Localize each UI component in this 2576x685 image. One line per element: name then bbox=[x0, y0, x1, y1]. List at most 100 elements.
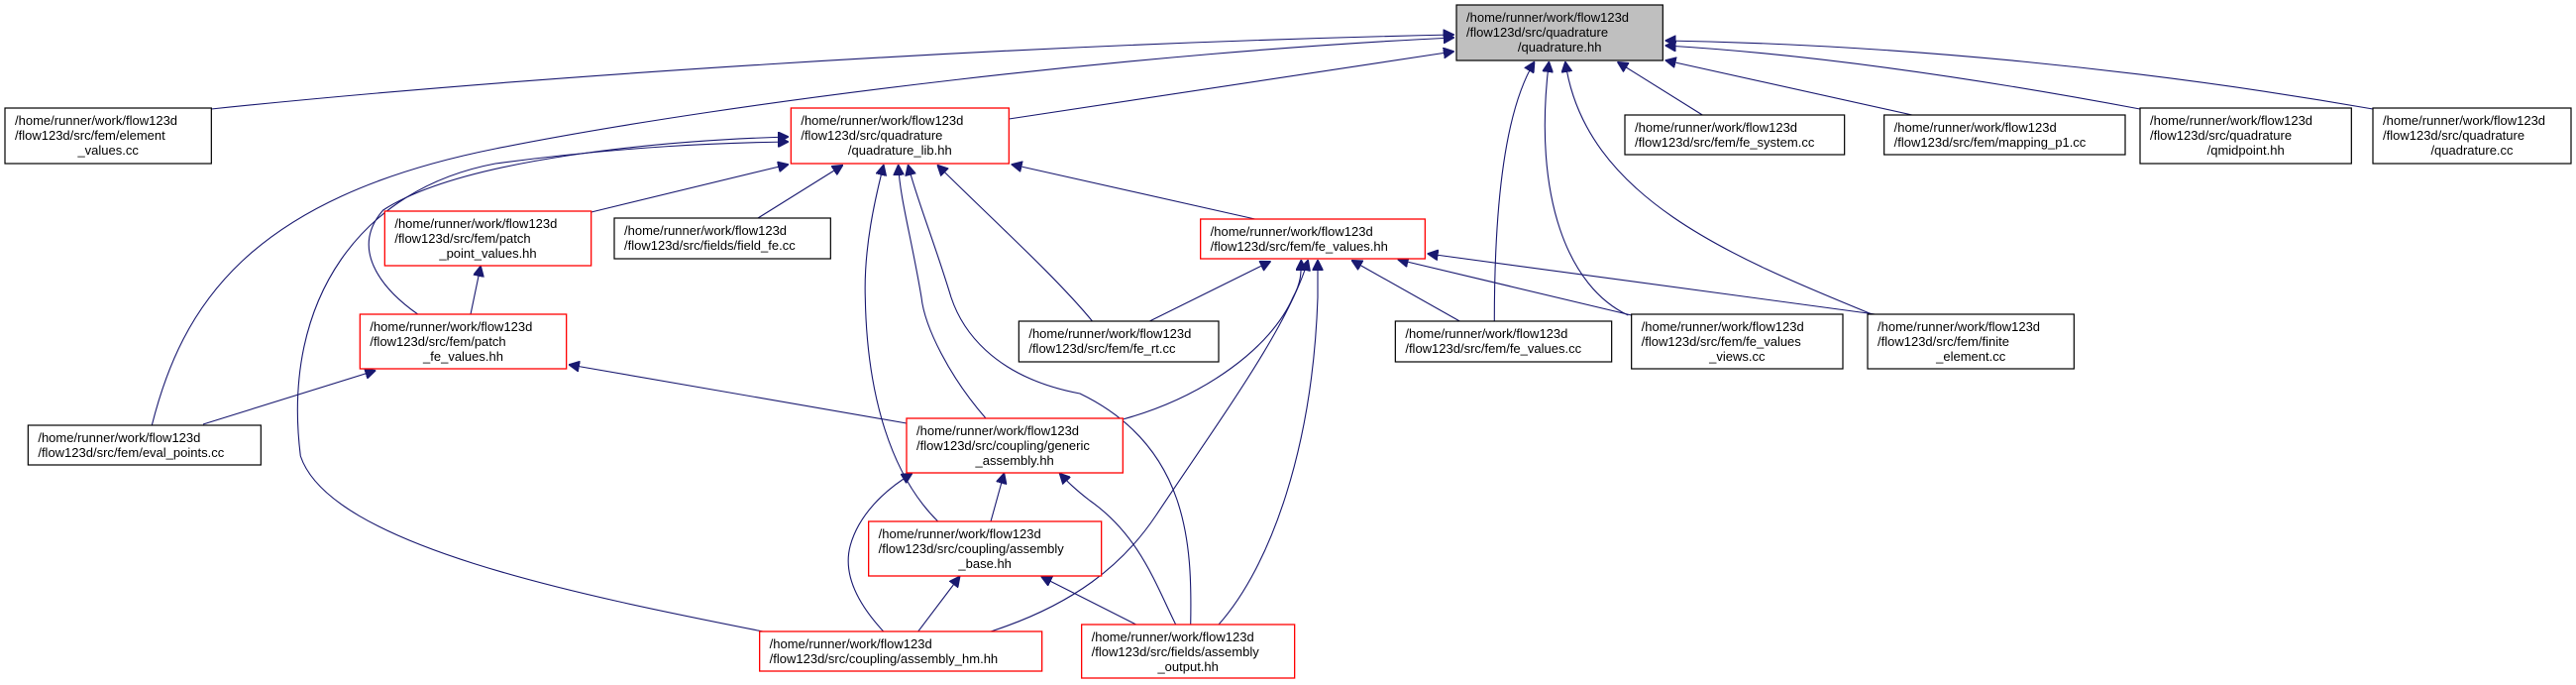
node-finite-element[interactable]: /home/runner/work/flow123d/flow123d/src/… bbox=[1867, 313, 2075, 370]
node-label-line: _fe_values.hh bbox=[422, 349, 503, 364]
node-label-line: _output.hh bbox=[1156, 659, 1218, 674]
node-label-line: /quadrature.cc bbox=[2430, 143, 2514, 158]
edge-eval_points-to-patch_fe_values bbox=[202, 371, 375, 425]
node-label-line: /flow123d/src/fem/mapping_p1.cc bbox=[1894, 135, 2087, 150]
edge-patch_fe_values-to-patch_point_values bbox=[470, 267, 481, 315]
node-eval-points[interactable]: /home/runner/work/flow123d/flow123d/src/… bbox=[27, 424, 262, 466]
node-patch-point-values[interactable]: /home/runner/work/flow123d/flow123d/src/… bbox=[383, 210, 592, 267]
edge-quadrature_cc-to-root bbox=[1666, 41, 2374, 110]
node-box bbox=[1867, 313, 2075, 370]
node-label-line: /quadrature.hh bbox=[1518, 40, 1602, 55]
node-label-line: /home/runner/work/flow123d bbox=[1405, 326, 1567, 341]
node-quadrature-cc[interactable]: /home/runner/work/flow123d/flow123d/src/… bbox=[2372, 107, 2572, 165]
edge-fe_values_views-to-root bbox=[1545, 62, 1629, 316]
node-field-fe[interactable]: /home/runner/work/flow123d/flow123d/src/… bbox=[613, 217, 831, 260]
node-label-line: /home/runner/work/flow123d bbox=[1028, 326, 1191, 341]
node-label-line: /home/runner/work/flow123d bbox=[1878, 319, 2040, 334]
node-patch-fe-values[interactable]: /home/runner/work/flow123d/flow123d/src/… bbox=[359, 313, 568, 370]
node-label-line: /home/runner/work/flow123d bbox=[770, 636, 932, 651]
edge-assembly_output-to-assembly_base bbox=[1042, 577, 1136, 626]
node-label-line: /home/runner/work/flow123d bbox=[1466, 10, 1629, 25]
node-quadrature-lib[interactable]: /home/runner/work/flow123d/flow123d/src/… bbox=[790, 107, 1010, 165]
node-fe-rt[interactable]: /home/runner/work/flow123d/flow123d/src/… bbox=[1018, 320, 1220, 363]
node-label-line: /qmidpoint.hh bbox=[2207, 143, 2285, 158]
node-label-line: /home/runner/work/flow123d bbox=[15, 113, 177, 128]
edge-generic_assembly-to-quadrature_lib bbox=[899, 166, 987, 419]
node-label-line: /home/runner/work/flow123d bbox=[879, 526, 1041, 541]
node-qmidpoint[interactable]: /home/runner/work/flow123d/flow123d/src/… bbox=[2139, 107, 2352, 165]
edge-mapping_p1-to-root bbox=[1666, 60, 1913, 116]
node-box bbox=[4, 107, 212, 165]
node-fe-values-views[interactable]: /home/runner/work/flow123d/flow123d/src/… bbox=[1631, 313, 1844, 370]
edge-assembly_hm-to-generic_assembly bbox=[847, 474, 912, 632]
node-fe-values-cc[interactable]: /home/runner/work/flow123d/flow123d/src/… bbox=[1394, 320, 1613, 363]
node-root[interactable]: /home/runner/work/flow123d/flow123d/src/… bbox=[1455, 4, 1664, 61]
node-label-line: /flow123d/src/fem/finite bbox=[1878, 334, 2009, 349]
node-label-line: /home/runner/work/flow123d bbox=[1894, 120, 2057, 135]
node-label-line: /home/runner/work/flow123d bbox=[394, 216, 557, 231]
node-label-line: /home/runner/work/flow123d bbox=[2150, 113, 2312, 128]
node-label-line: /home/runner/work/flow123d bbox=[916, 423, 1079, 438]
node-element-values[interactable]: /home/runner/work/flow123d/flow123d/src/… bbox=[4, 107, 212, 165]
node-label-line: /flow123d/src/coupling/generic bbox=[916, 438, 1090, 453]
node-label-line: /flow123d/src/quadrature bbox=[1466, 25, 1608, 40]
node-label-line: /flow123d/src/quadrature bbox=[801, 128, 942, 143]
edge-eval_points-to-root bbox=[151, 38, 1452, 426]
node-assembly-hm[interactable]: /home/runner/work/flow123d/flow123d/src/… bbox=[759, 630, 1043, 672]
edge-assembly_hm-to-quadrature_lib bbox=[296, 142, 788, 632]
node-mapping-p1[interactable]: /home/runner/work/flow123d/flow123d/src/… bbox=[1883, 114, 2126, 156]
node-box bbox=[759, 630, 1043, 672]
node-label-line: /home/runner/work/flow123d bbox=[1092, 629, 1254, 644]
edge-qmidpoint-to-root bbox=[1666, 46, 2141, 110]
node-label-line: /flow123d/src/quadrature bbox=[2150, 128, 2292, 143]
node-box bbox=[1200, 218, 1426, 260]
node-label-line: /flow123d/src/fem/element bbox=[15, 128, 165, 143]
node-box bbox=[790, 107, 1010, 165]
edge-generic_assembly-to-fe_values_hh bbox=[1123, 261, 1301, 420]
edge-finite_element-to-fe_values_hh bbox=[1429, 254, 1883, 316]
edge-assembly_output-to-fe_values_hh bbox=[1218, 261, 1318, 626]
node-assembly-output[interactable]: /home/runner/work/flow123d/flow123d/src/… bbox=[1081, 624, 1296, 679]
edge-assembly_hm-to-assembly_base bbox=[917, 577, 960, 632]
node-label-line: /flow123d/src/fem/eval_points.cc bbox=[38, 445, 224, 460]
node-box bbox=[868, 520, 1103, 577]
node-box bbox=[27, 424, 262, 466]
node-label-line: /flow123d/src/coupling/assembly bbox=[879, 541, 1065, 556]
node-label-line: /home/runner/work/flow123d bbox=[38, 430, 200, 445]
node-box bbox=[1883, 114, 2126, 156]
edge-fe_rt-to-fe_values_hh bbox=[1147, 262, 1269, 323]
edge-element_values-to-root bbox=[211, 35, 1452, 110]
node-label-line: /flow123d/src/fem/fe_system.cc bbox=[1635, 135, 1815, 150]
node-fe-values-hh[interactable]: /home/runner/work/flow123d/flow123d/src/… bbox=[1200, 218, 1426, 260]
node-label-line: _element.cc bbox=[1935, 349, 2006, 364]
node-label-line: /home/runner/work/flow123d bbox=[1211, 224, 1373, 239]
node-label-line: /flow123d/src/fem/fe_values.cc bbox=[1405, 341, 1581, 356]
node-box bbox=[1624, 114, 1846, 156]
edge-finite_element-to-root bbox=[1565, 62, 1875, 316]
edge-patch_point_values-to-quadrature_lib bbox=[590, 165, 788, 213]
node-label-line: /home/runner/work/flow123d bbox=[2383, 113, 2545, 128]
node-label-line: /home/runner/work/flow123d bbox=[624, 223, 787, 238]
edge-assembly_output-to-generic_assembly bbox=[1060, 474, 1177, 626]
node-label-line: _point_values.hh bbox=[438, 246, 536, 261]
node-generic-assembly[interactable]: /home/runner/work/flow123d/flow123d/src/… bbox=[906, 417, 1124, 474]
node-fe-system[interactable]: /home/runner/work/flow123d/flow123d/src/… bbox=[1624, 114, 1846, 156]
node-label-line: /flow123d/src/fem/fe_values bbox=[1642, 334, 1802, 349]
node-box bbox=[2372, 107, 2572, 165]
node-label-line: /flow123d/src/coupling/assembly_hm.hh bbox=[770, 651, 999, 666]
node-label-line: _assembly.hh bbox=[975, 453, 1054, 468]
edge-assembly_output-to-quadrature_lib bbox=[909, 166, 1192, 626]
node-label-line: /flow123d/src/fem/patch bbox=[370, 334, 505, 349]
edge-fe_values_hh-to-quadrature_lib bbox=[1013, 165, 1255, 220]
node-label-line: /flow123d/src/fem/fe_rt.cc bbox=[1028, 341, 1176, 356]
node-box bbox=[383, 210, 592, 267]
node-label-line: /flow123d/src/fem/patch bbox=[394, 231, 530, 246]
edge-generic_assembly-to-patch_fe_values bbox=[570, 365, 908, 424]
node-label-line: _values.cc bbox=[76, 143, 139, 158]
node-box bbox=[1455, 4, 1664, 61]
node-label-line: /quadrature_lib.hh bbox=[848, 143, 952, 158]
node-assembly-base[interactable]: /home/runner/work/flow123d/flow123d/src/… bbox=[868, 520, 1103, 577]
node-label-line: /flow123d/src/fem/fe_values.hh bbox=[1211, 239, 1388, 254]
edge-fe_system-to-root bbox=[1618, 62, 1703, 116]
